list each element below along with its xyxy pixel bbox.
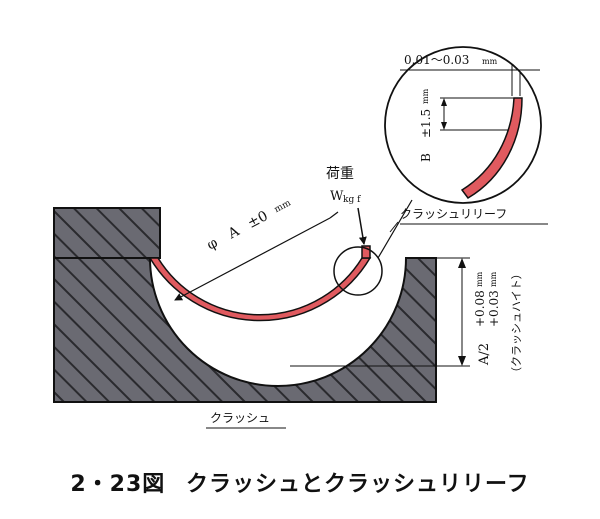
load-w: W [330,189,344,204]
figure-number: 2・23図 [70,472,166,497]
figure-title: クラッシュとクラッシュリリーフ [185,472,530,497]
housing-block [53,207,161,259]
detail-b-letter: B [419,153,433,162]
detail-b-tolerance: ±1.5 [419,109,433,138]
clearance-unit: mm [482,57,498,66]
bearing-shell [148,257,372,322]
detail-b-unit: mm [421,88,430,104]
height-tol-upper: +0.08 [473,290,487,327]
height-tol-lower-unit: mm [489,271,498,287]
height-a-over-2: A/2 [477,343,492,366]
load-label: 荷重 [326,166,354,182]
diameter-unit: mm [273,198,293,215]
load-arrow [357,207,367,245]
detail-bearing-shell [460,97,523,199]
relief-label: クラッシュリリーフ [400,207,507,221]
crush-height-label: （クラッシュハイト） [510,268,523,378]
load-w-unit: kg f [343,195,361,205]
clearance-label: 0.01～0.03 [404,53,469,67]
diameter-phi: φ [204,235,220,254]
crush-label: クラッシュ [210,411,270,425]
diameter-tolerance: ±0 [245,208,271,232]
relief-callout-circle [333,246,383,296]
diameter-a: A [225,223,243,243]
housing-base [53,257,437,403]
height-tol-lower: +0.03 [487,290,501,327]
figure-caption: 2・23図 クラッシュとクラッシュリリーフ [0,466,600,498]
height-tol-upper-unit: mm [475,271,484,287]
diameter-leader [174,217,331,301]
